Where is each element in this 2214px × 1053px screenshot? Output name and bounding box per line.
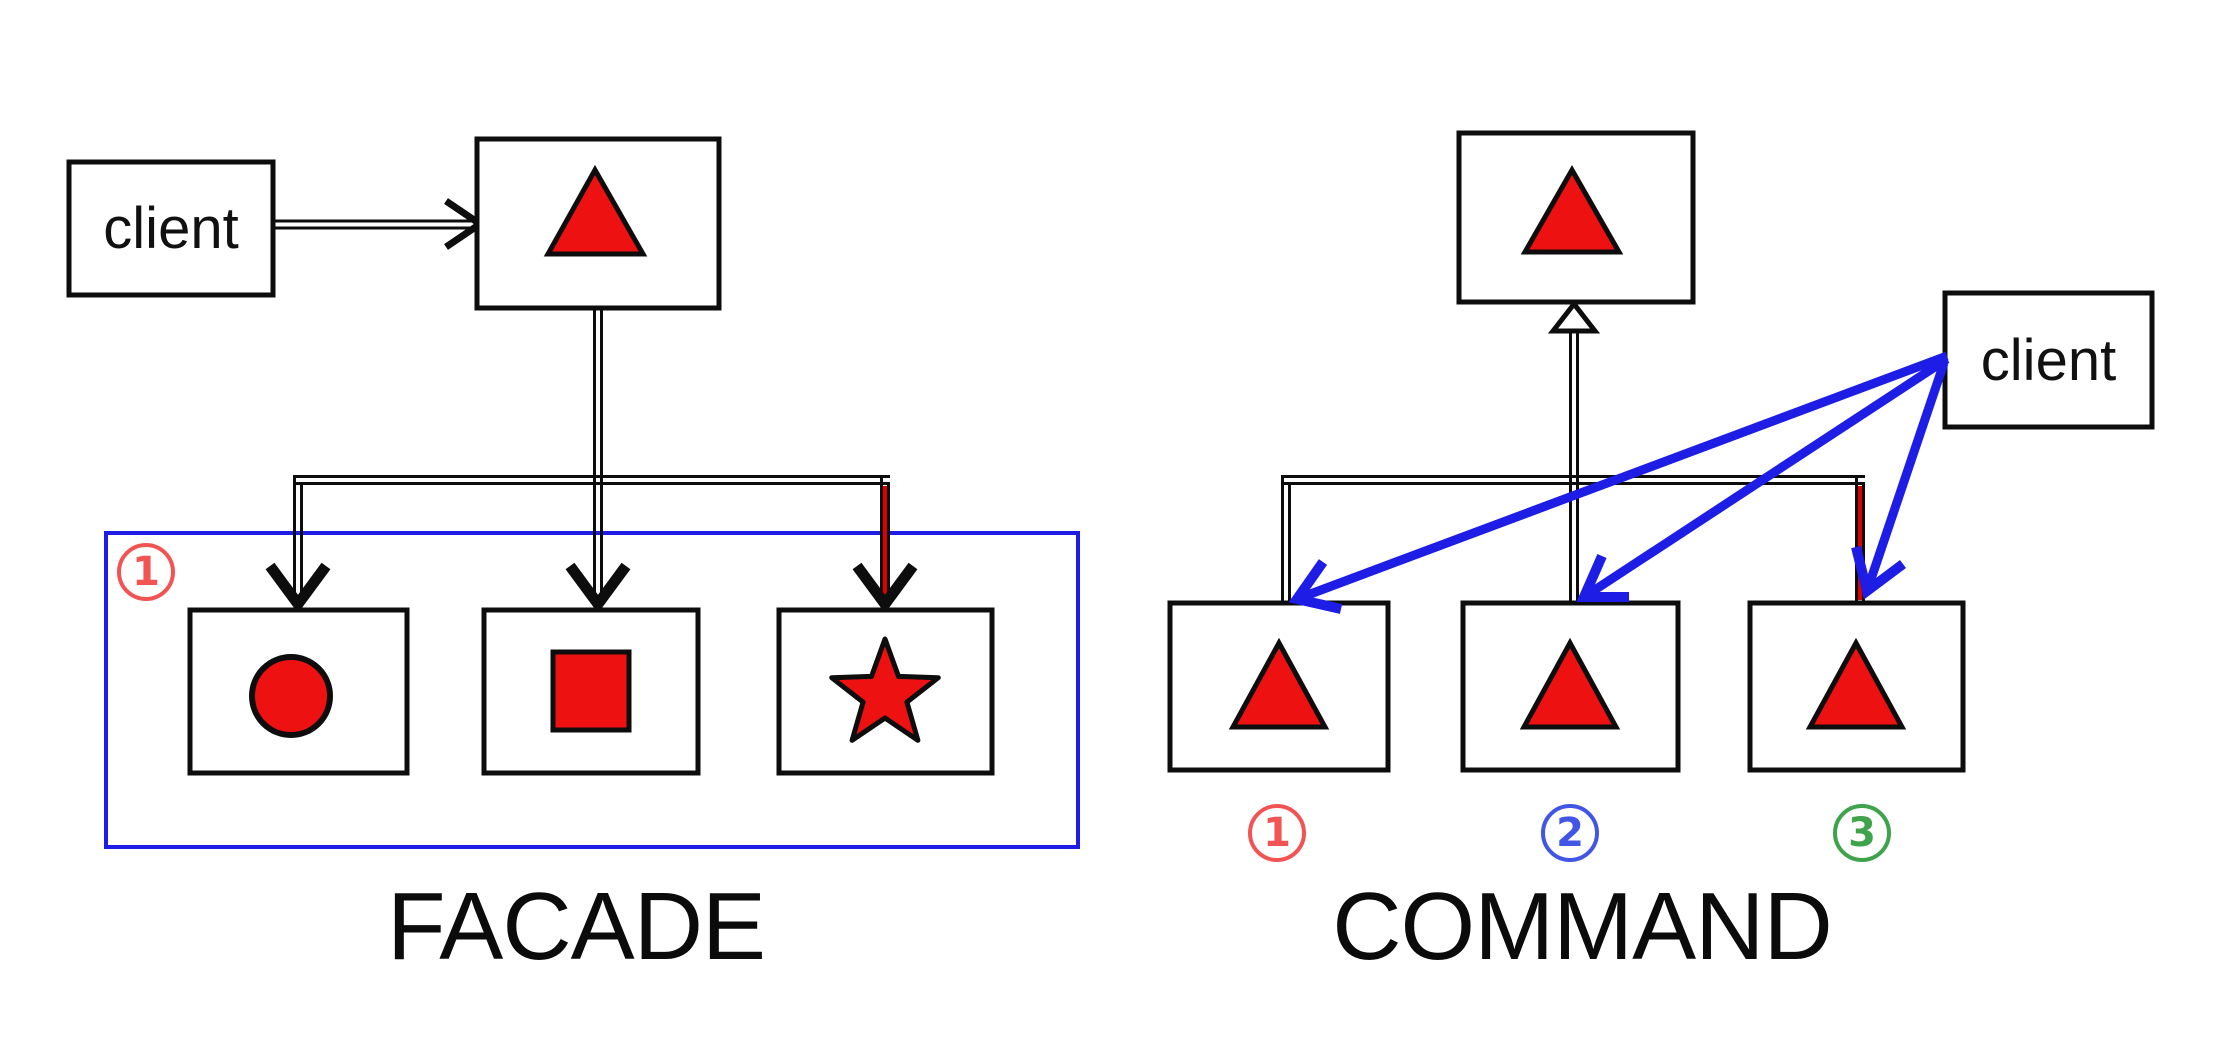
blue-arrow-line	[1862, 361, 1949, 593]
triangle-icon	[543, 164, 648, 257]
facade-client-arrow	[273, 219, 479, 230]
facade-diagram	[66, 136, 1080, 849]
facade-class-box	[474, 136, 722, 311]
facade-title: FACADE	[386, 873, 766, 980]
hollow-triangle-arrowhead-icon	[1547, 299, 1601, 334]
triangle-icon	[1519, 637, 1621, 730]
command-badge-3: 3	[1833, 804, 1891, 862]
blue-arrow-line	[1581, 355, 1950, 601]
facade-client-box	[66, 159, 276, 298]
arrowhead-icon	[852, 562, 918, 614]
blue-arrowhead-icon	[1851, 545, 1906, 600]
facade-group-badge-1: 1	[117, 543, 175, 601]
command-diagram	[1167, 130, 2155, 773]
command-client-box	[1942, 290, 2155, 430]
command-badge-2: 2	[1541, 804, 1599, 862]
facade-client-label: client	[103, 196, 239, 261]
blue-arrowhead-icon	[1576, 553, 1629, 602]
arrowhead-icon	[265, 562, 331, 614]
star-icon	[829, 636, 941, 743]
circle-icon	[249, 654, 333, 738]
triangle-icon	[1228, 637, 1330, 730]
command-title: COMMAND	[1332, 873, 1833, 980]
blue-arrowhead-icon	[1288, 559, 1343, 614]
facade-subsystem-group-box	[104, 531, 1080, 849]
command-client-arrows	[1288, 351, 1950, 614]
command-box-3	[1747, 600, 1966, 773]
square-icon	[550, 649, 632, 733]
blue-arrow-line	[1295, 351, 1949, 604]
triangle-icon	[1805, 637, 1907, 730]
arrowhead-icon	[565, 562, 631, 614]
command-badge-1: 1	[1248, 804, 1306, 862]
command-client-label: client	[1980, 327, 2117, 393]
triangle-icon	[1520, 164, 1624, 255]
